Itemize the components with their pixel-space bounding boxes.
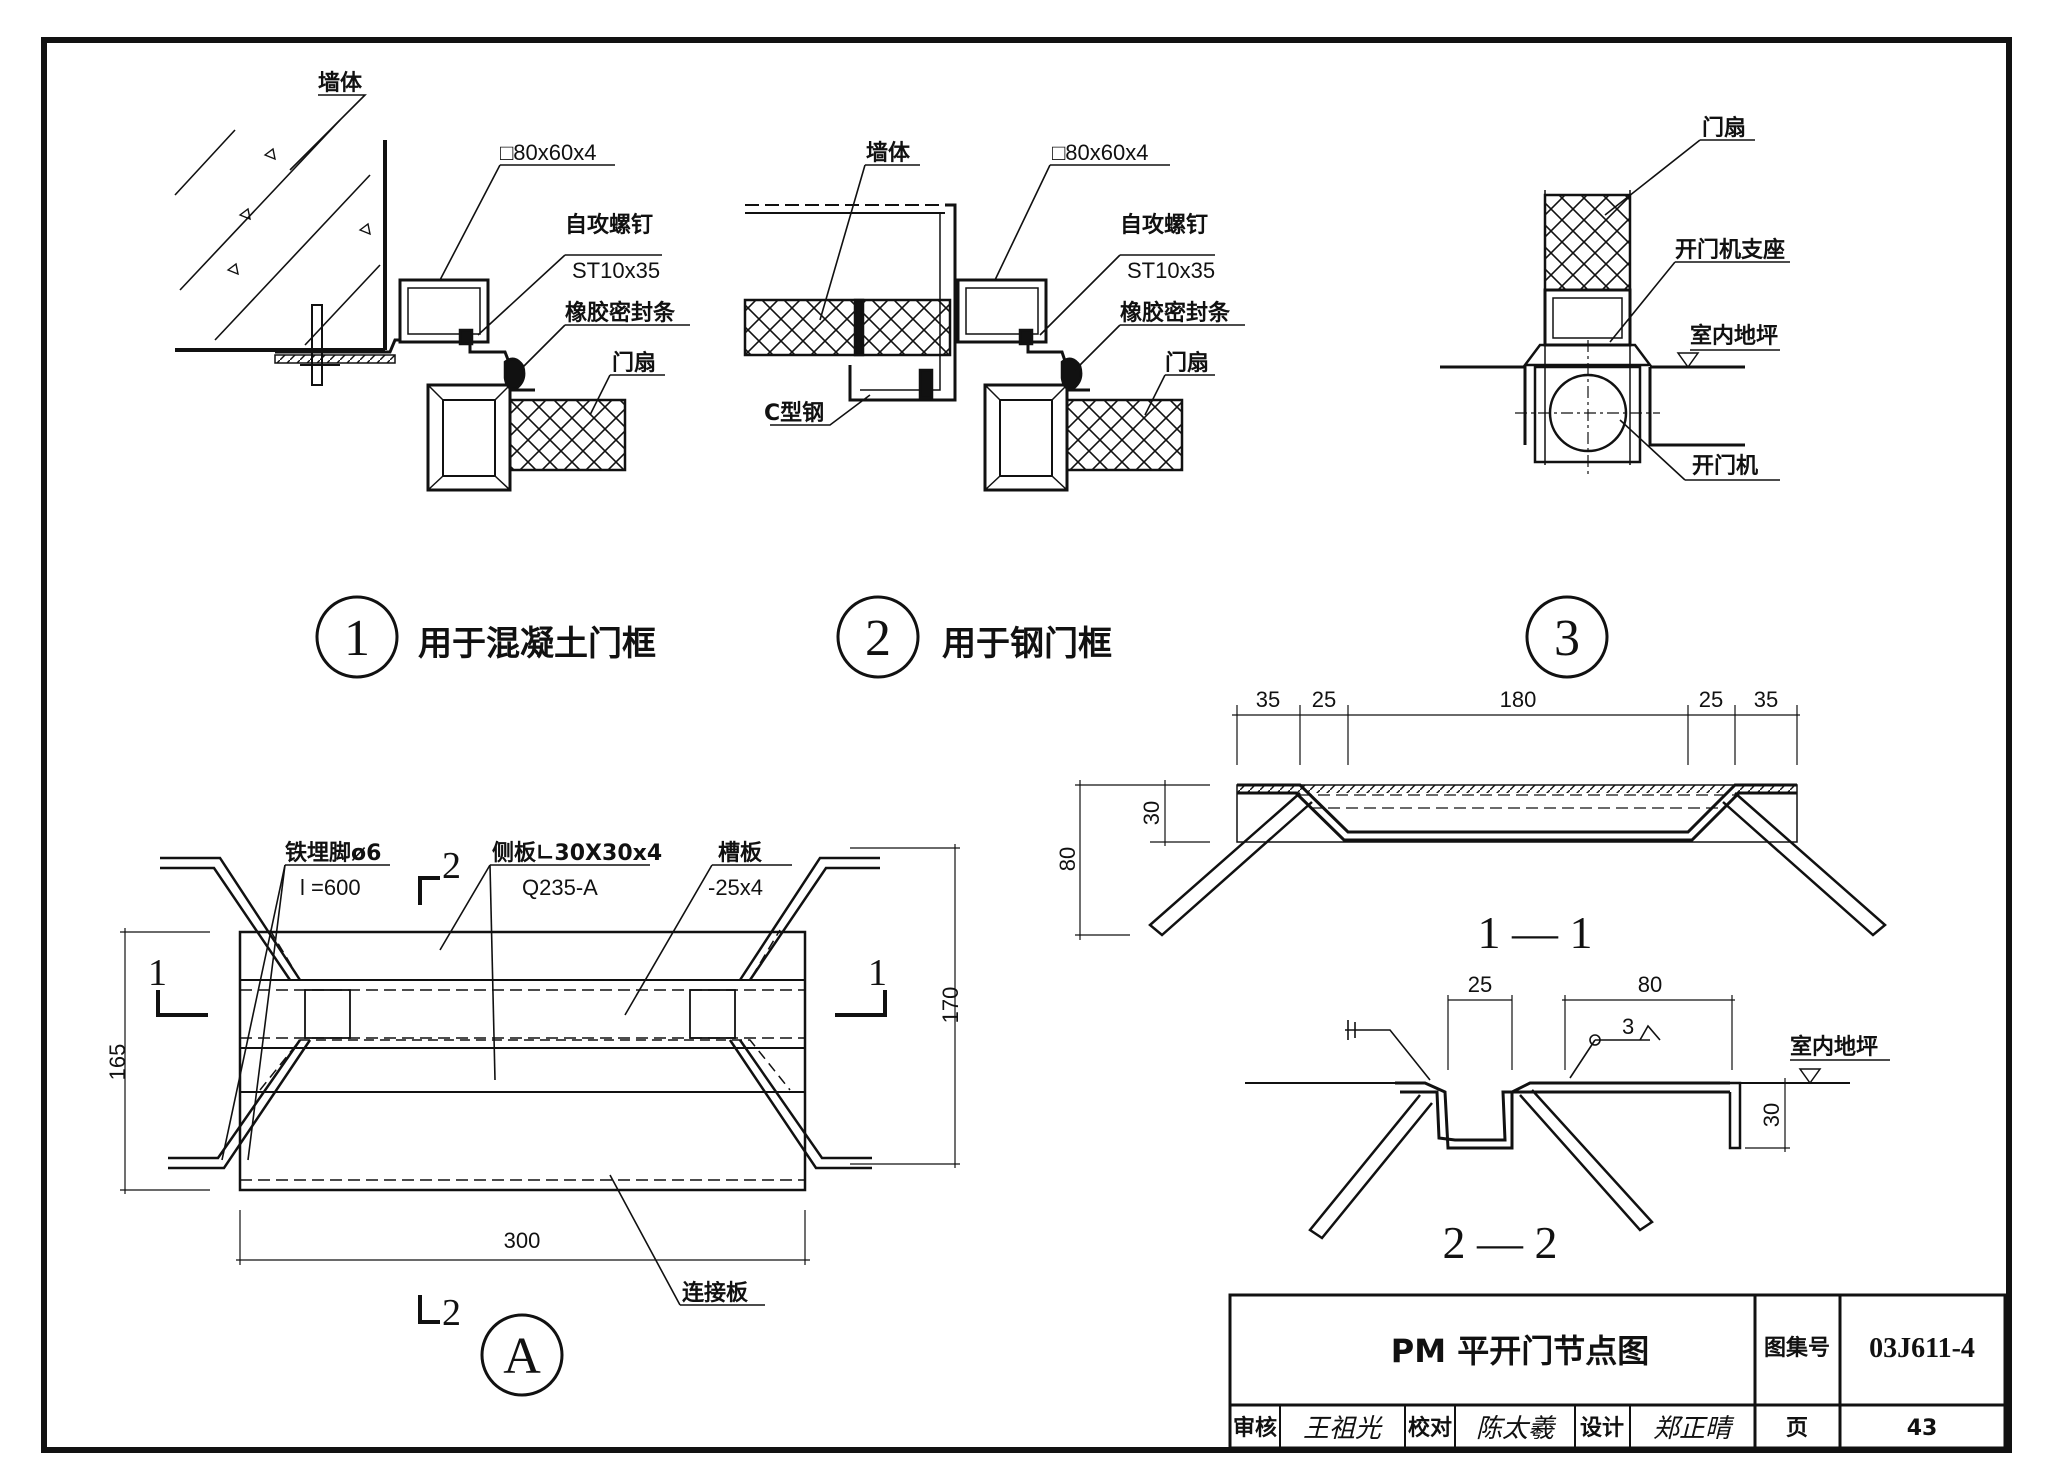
s22-floor-label: 室内地坪 xyxy=(1790,1034,1878,1060)
check-signature: 陈太羲 xyxy=(1476,1414,1557,1444)
detail-1-wall xyxy=(174,119,387,352)
title-block xyxy=(1228,1293,2007,1450)
title-block-title: PM 平开门节点图 xyxy=(1391,1332,1649,1370)
dA-cut2-bottom: 2 xyxy=(442,1292,461,1334)
d2-wall-label: 墙体 xyxy=(866,141,911,166)
s11-dim-4: 35 xyxy=(1754,687,1778,712)
design-signature: 郑正晴 xyxy=(1653,1414,1735,1444)
d3-support-label: 开门机支座 xyxy=(1675,237,1785,263)
d3-opener-label: 开门机 xyxy=(1692,453,1758,479)
d2-number: 2 xyxy=(865,610,891,667)
d1-number: 1 xyxy=(344,610,370,667)
detail-3 xyxy=(1440,139,1790,481)
dA-connector-label: 连接板 xyxy=(682,1280,749,1306)
section-2-2 xyxy=(1245,995,1890,1240)
d2-screw-label: 自攻螺钉 xyxy=(1120,212,1208,238)
s11-title: 1 — 1 xyxy=(1478,907,1593,958)
review-signature: 王祖光 xyxy=(1303,1414,1383,1444)
section-1-1 xyxy=(1075,705,1887,940)
d2-caption: 用于钢门框 xyxy=(942,624,1112,664)
d3-number: 3 xyxy=(1554,610,1580,667)
dA-cut1-right: 1 xyxy=(868,952,887,994)
d1-number-circle xyxy=(315,595,399,679)
d1-leaf-label: 门扇 xyxy=(612,350,656,376)
s22-dim-a: 25 xyxy=(1468,972,1492,997)
s11-dim-h1: 30 xyxy=(1139,801,1164,825)
detail-1 xyxy=(174,94,690,492)
s11-dim-h2: 80 xyxy=(1055,847,1080,871)
dA-side-material: Q235-A xyxy=(522,875,598,900)
d2-seal-label: 橡胶密封条 xyxy=(1120,300,1231,326)
d2-csteel-label: C型钢 xyxy=(764,400,824,426)
s22-dim-b: 80 xyxy=(1638,972,1662,997)
s11-dim-3: 25 xyxy=(1699,687,1723,712)
detail-2 xyxy=(743,164,1245,492)
dA-number: A xyxy=(503,1328,541,1385)
d1-caption: 用于混凝土门框 xyxy=(418,624,656,664)
page-number: 43 xyxy=(1907,1416,1938,1441)
atlas-number: 03J611-4 xyxy=(1869,1333,1975,1364)
dA-slot-spec: -25x4 xyxy=(708,875,763,900)
d1-screw-label: 自攻螺钉 xyxy=(565,212,653,238)
sheet-border xyxy=(41,37,2012,1453)
d3-floor-label: 室内地坪 xyxy=(1690,323,1778,349)
design-label: 设计 xyxy=(1580,1416,1624,1441)
d2-leaf-label: 门扇 xyxy=(1165,350,1209,376)
s22-title: 2 — 2 xyxy=(1443,1217,1558,1268)
dA-number-circle xyxy=(480,1313,564,1397)
dA-side-label: 侧板∟30X30x4 xyxy=(492,841,662,866)
dA-anchor-length: l =600 xyxy=(300,875,361,900)
s22-dim-h: 30 xyxy=(1759,1103,1784,1127)
d3-number-circle xyxy=(1525,595,1609,679)
dA-cut2-top: 2 xyxy=(442,845,461,887)
d1-tube-label: □80x60x4 xyxy=(500,140,596,165)
d1-wall-label: 墙体 xyxy=(318,71,363,96)
detail-A xyxy=(120,844,960,1324)
review-label: 审核 xyxy=(1233,1415,1277,1441)
s11-dim-2: 180 xyxy=(1500,687,1537,712)
d2-tube-label: □80x60x4 xyxy=(1052,140,1148,165)
d3-leaf-label: 门扇 xyxy=(1702,115,1746,141)
dA-cut1-left: 1 xyxy=(148,952,167,994)
d2-screw-spec: ST10x35 xyxy=(1127,258,1215,283)
d1-seal-label: 橡胶密封条 xyxy=(565,300,676,326)
s11-dim-0: 35 xyxy=(1256,687,1280,712)
atlas-label: 图集号 xyxy=(1764,1335,1830,1361)
dA-left-dim: 165 xyxy=(105,1044,130,1081)
page-label: 页 xyxy=(1786,1416,1808,1441)
dA-slot-label: 槽板 xyxy=(718,841,763,866)
dA-width-dim: 300 xyxy=(504,1228,541,1253)
dA-anchor-label: 铁埋脚ø6 xyxy=(285,840,381,866)
d1-screw-spec: ST10x35 xyxy=(572,258,660,283)
s11-dim-1: 25 xyxy=(1312,687,1336,712)
check-label: 校对 xyxy=(1408,1415,1452,1441)
s22-weld-size: 3 xyxy=(1622,1014,1634,1039)
dA-right-dim: 170 xyxy=(938,987,963,1024)
d2-number-circle xyxy=(836,595,920,679)
